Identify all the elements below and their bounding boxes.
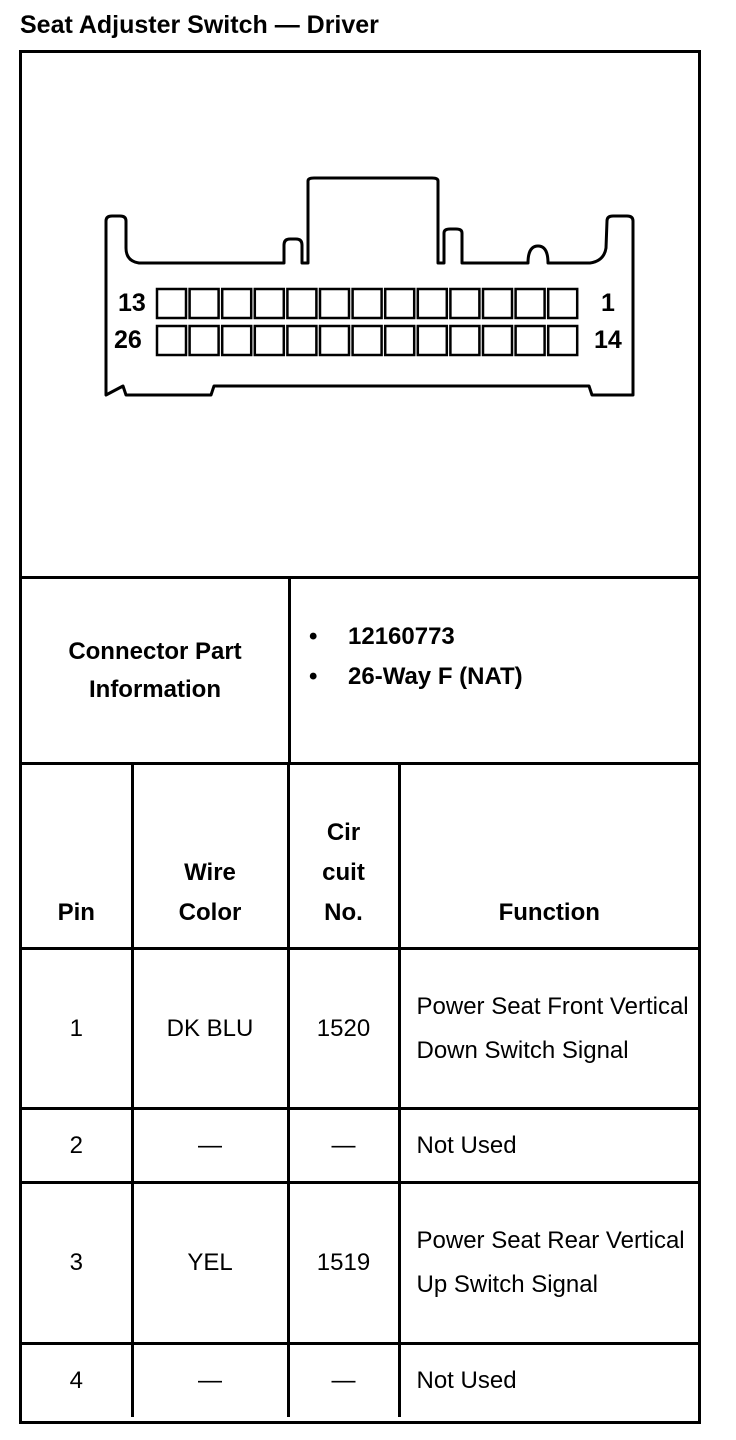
pin-cavity-8: [318, 287, 351, 320]
connector-diagram: 13 1 26 14: [22, 53, 698, 579]
pin-cavity-4: [449, 287, 481, 320]
cell-function: Power Seat Rear Vertical Up Switch Signa…: [397, 1181, 698, 1344]
cell-circuit-no: —: [286, 1107, 399, 1183]
cell-circuit-no: 1520: [286, 947, 399, 1109]
pin-label-bottom-right: 14: [594, 326, 622, 354]
pin-label-top-left: 13: [118, 289, 146, 317]
pin-cavity-18: [416, 324, 449, 357]
pin-cavity-22: [286, 324, 318, 357]
cell-circuit-no: 1519: [286, 1181, 399, 1344]
pin-cavity-1: [546, 287, 579, 320]
pin-cavity-6: [383, 287, 416, 320]
cell-pin: 4: [22, 1342, 132, 1417]
cell-wire-color: —: [130, 1342, 288, 1417]
pin-grid: [155, 287, 579, 357]
pin-label-top-right: 1: [601, 289, 615, 317]
cell-circuit-no: —: [286, 1342, 399, 1417]
cell-wire-color: —: [130, 1107, 288, 1183]
bullet-icon: •: [309, 663, 318, 690]
pin-cavity-15: [514, 324, 546, 357]
pin-label-bottom-left: 26: [114, 326, 142, 354]
pin-cavity-19: [383, 324, 416, 357]
pin-cavity-25: [188, 324, 220, 357]
connector-info-text: 26-Way F (NAT): [348, 663, 523, 690]
pin-cavity-20: [351, 324, 383, 357]
cell-pin: 1: [22, 947, 132, 1109]
pin-cavity-16: [481, 324, 514, 357]
pin-cavity-10: [253, 287, 286, 320]
connector-info-text: 12160773: [348, 623, 455, 650]
table-row: 4——Not Used: [22, 1342, 698, 1417]
pin-cavity-12: [188, 287, 220, 320]
table-row: 2——Not Used: [22, 1107, 698, 1183]
cell-pin: 3: [22, 1181, 132, 1344]
pin-cavity-14: [546, 324, 579, 357]
pin-cavity-24: [220, 324, 253, 357]
cell-function: Not Used: [397, 1107, 698, 1183]
pin-cavity-5: [416, 287, 449, 320]
connector-face-drawing: [104, 176, 635, 397]
pin-cavity-3: [481, 287, 514, 320]
cell-wire-color: YEL: [130, 1181, 288, 1344]
pin-cavity-9: [286, 287, 318, 320]
cell-wire-color: DK BLU: [130, 947, 288, 1109]
pin-cavity-26: [155, 324, 188, 357]
pin-cavity-7: [351, 287, 383, 320]
connector-housing-outline: [104, 176, 635, 397]
header-function: Function: [397, 765, 698, 949]
cell-function: Power Seat Front Vertical Down Switch Si…: [397, 947, 698, 1109]
cell-function: Not Used: [397, 1342, 698, 1417]
pin-cavity-23: [253, 324, 286, 357]
pin-cavity-11: [220, 287, 253, 320]
cell-pin: 2: [22, 1107, 132, 1183]
pin-cavity-21: [318, 324, 351, 357]
page-title: Seat Adjuster Switch — Driver: [20, 11, 379, 39]
header-pin: Pin: [57, 899, 95, 926]
pin-cavity-2: [514, 287, 546, 320]
bullet-icon: •: [309, 623, 318, 650]
pin-cavity-13: [155, 287, 188, 320]
pin-cavity-17: [449, 324, 481, 357]
